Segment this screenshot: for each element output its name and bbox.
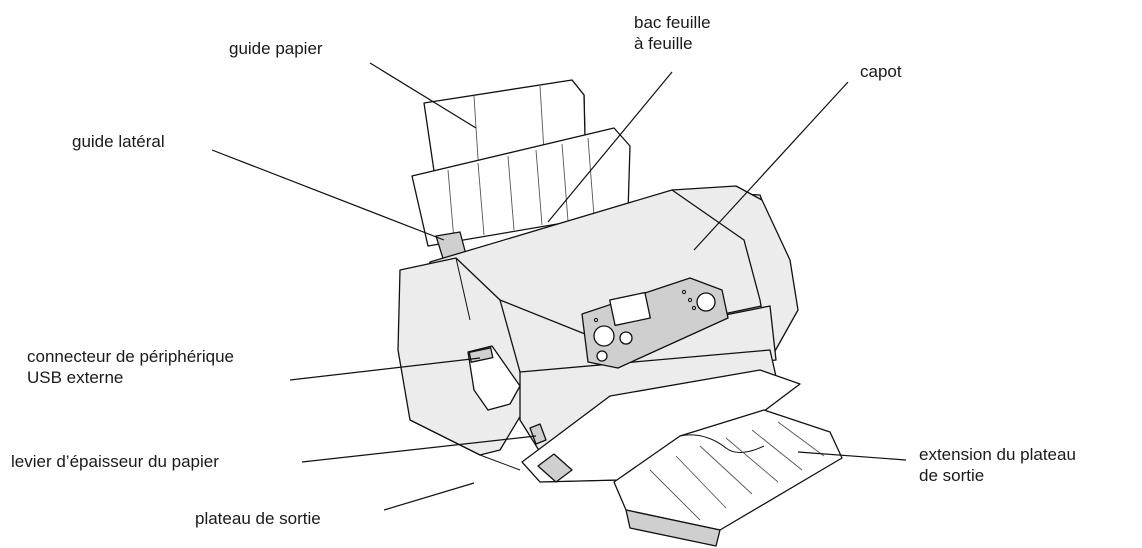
- thickness-lever: [529, 423, 547, 445]
- label-usb-line1: connecteur de périphérique: [27, 347, 234, 366]
- leader-guide-lateral: [211, 149, 445, 241]
- label-bac-line2: à feuille: [634, 34, 693, 53]
- control-panel: [581, 277, 729, 369]
- output-tray-extension: [613, 409, 843, 547]
- leader-extension: [797, 451, 907, 461]
- label-plateau-text: plateau de sortie: [195, 509, 321, 528]
- label-guide-lateral: guide latéral: [72, 131, 165, 152]
- leader-levier: [301, 435, 537, 463]
- leader-guide-papier: [369, 62, 477, 129]
- output-tray: [521, 369, 801, 483]
- label-extension-line1: extension du plateau: [919, 445, 1076, 464]
- sheet-feeder: [411, 127, 631, 247]
- label-usb: connecteur de périphérique USB externe: [27, 346, 234, 388]
- label-levier-text: levier d’épaisseur du papier: [11, 452, 219, 471]
- label-guide-lateral-text: guide latéral: [72, 132, 165, 151]
- label-extension-line2: de sortie: [919, 466, 985, 485]
- leader-capot: [693, 81, 849, 251]
- label-guide-papier-text: guide papier: [229, 39, 323, 58]
- label-plateau: plateau de sortie: [195, 508, 321, 529]
- label-bac-line1: bac feuille: [634, 13, 711, 32]
- leader-bac: [547, 71, 673, 223]
- label-bac-feuille: bac feuille à feuille: [634, 12, 711, 54]
- leader-lines: [211, 62, 907, 511]
- label-levier: levier d’épaisseur du papier: [11, 451, 219, 472]
- label-extension: extension du plateau de sortie: [919, 444, 1076, 486]
- label-capot-text: capot: [860, 62, 902, 81]
- label-usb-line2: USB externe: [27, 368, 124, 387]
- leader-plateau: [383, 482, 475, 511]
- leader-usb: [289, 357, 481, 381]
- label-capot: capot: [860, 61, 902, 82]
- label-guide-papier: guide papier: [229, 38, 323, 59]
